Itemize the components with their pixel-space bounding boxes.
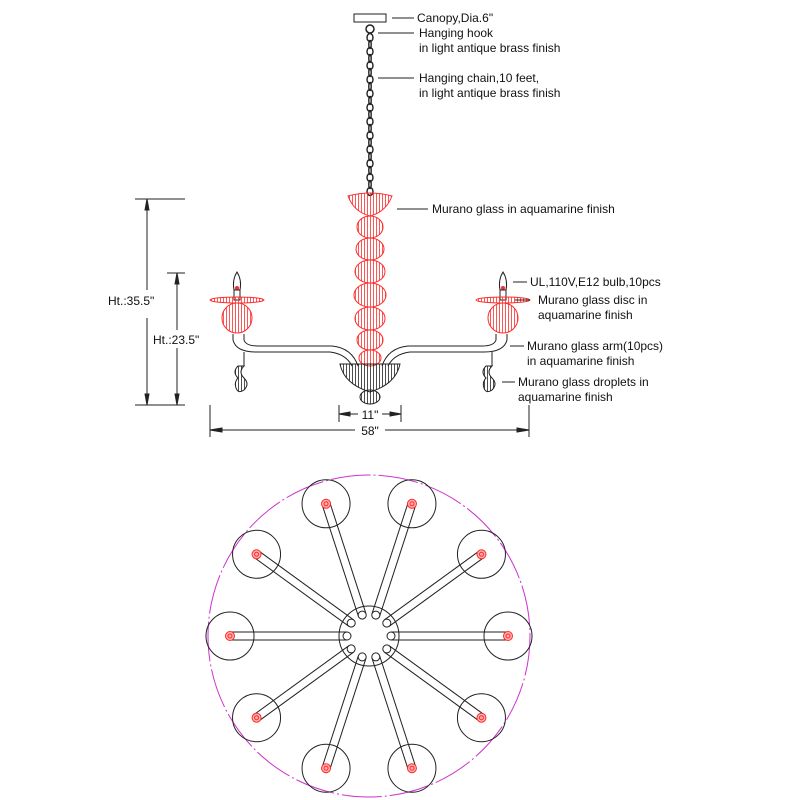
label-disc-1: Murano glass disc in xyxy=(538,293,647,307)
label-droplet-2: aquamarine finish xyxy=(518,390,613,404)
plan-bulb xyxy=(476,712,487,723)
plan-bulb xyxy=(321,763,332,774)
label-arm-2: in aquamarine finish xyxy=(527,354,634,368)
chain-link xyxy=(366,116,374,127)
right-candle-cup xyxy=(475,271,531,393)
chain-link xyxy=(366,32,374,43)
plan-bulb xyxy=(251,549,262,560)
elevation-view: Canopy,Dia.6" Hanging hook in light anti… xyxy=(108,11,663,438)
center-bowl xyxy=(339,363,401,393)
label-arm-1: Murano glass arm(10pcs) xyxy=(527,339,663,353)
glass-sphere xyxy=(355,237,385,261)
leader-lines xyxy=(378,17,530,383)
overall-outline xyxy=(207,474,531,798)
plan-disc xyxy=(301,743,351,793)
right-arm xyxy=(381,334,508,367)
dim-height-total: Ht.:35.5" xyxy=(108,294,154,308)
glass-sphere xyxy=(356,329,384,351)
label-chain-2: in light antique brass finish xyxy=(419,86,560,100)
hub xyxy=(338,605,400,667)
label-bulb: UL,110V,E12 bulb,10pcs xyxy=(530,275,661,289)
chain-link xyxy=(368,39,372,50)
chain-link xyxy=(368,137,372,148)
plan-disc xyxy=(232,693,282,743)
top-glass-bowl xyxy=(347,192,393,217)
chain-link xyxy=(366,172,374,183)
chain-link xyxy=(366,88,374,99)
plan-disc xyxy=(483,611,533,661)
canopy xyxy=(353,13,387,23)
glass-spheres xyxy=(353,215,387,367)
chain-link xyxy=(368,81,372,92)
plan-arm xyxy=(371,652,437,793)
chain-link xyxy=(366,158,374,169)
glass-sphere xyxy=(354,259,386,284)
chain-link xyxy=(366,46,374,57)
plan-view xyxy=(205,474,533,798)
chain-link xyxy=(366,130,374,141)
label-droplet-1: Murano glass droplets in xyxy=(518,375,649,389)
dim-bowl-width: 11" xyxy=(362,408,379,422)
hanging-chain xyxy=(366,32,374,197)
plan-bulb xyxy=(503,631,513,641)
chain-link xyxy=(368,179,372,190)
plan-disc xyxy=(301,479,351,529)
glass-sphere xyxy=(354,306,386,331)
plan-arm xyxy=(232,529,356,628)
chain-link xyxy=(368,95,372,106)
plan-arm xyxy=(386,611,533,661)
chain-link xyxy=(368,109,372,120)
plan-arm xyxy=(301,479,367,620)
plan-disc xyxy=(456,693,506,743)
plan-bulb xyxy=(476,549,487,560)
label-chain-1: Hanging chain,10 feet, xyxy=(419,71,539,85)
plan-disc xyxy=(387,743,437,793)
label-canopy: Canopy,Dia.6" xyxy=(417,11,493,25)
chain-link xyxy=(368,67,372,78)
center-droplet xyxy=(359,389,381,405)
plan-arm xyxy=(382,529,506,628)
chain-link xyxy=(366,144,374,155)
label-hook-1: Hanging hook xyxy=(419,26,494,40)
left-arm xyxy=(232,334,359,367)
chain-link xyxy=(368,123,372,134)
dimension-lines xyxy=(135,198,530,437)
plan-arm xyxy=(232,644,356,743)
label-hook-2: in light antique brass finish xyxy=(419,41,560,55)
glass-sphere xyxy=(356,215,384,239)
plan-bulb xyxy=(251,712,262,723)
plan-disc xyxy=(205,611,255,661)
plan-arm xyxy=(301,652,367,793)
plan-bulb xyxy=(225,631,235,641)
chain-link xyxy=(368,165,372,176)
chain-link xyxy=(366,60,374,71)
plan-disc xyxy=(232,529,282,579)
dim-height-body: Ht.:23.5" xyxy=(153,333,199,347)
chain-link xyxy=(368,151,372,162)
chain-link xyxy=(368,53,372,64)
glass-sphere xyxy=(353,282,387,308)
plan-bulb xyxy=(406,498,417,509)
chain-link xyxy=(366,74,374,85)
left-candle-cup xyxy=(209,271,265,393)
plan-disc xyxy=(387,479,437,529)
plan-arm xyxy=(371,479,437,620)
plan-bulb xyxy=(406,763,417,774)
plan-arm xyxy=(382,644,506,743)
hanging-hook xyxy=(365,24,375,34)
plan-arm xyxy=(205,611,352,661)
label-disc-2: aquamarine finish xyxy=(538,308,633,322)
chain-link xyxy=(366,102,374,113)
label-murano-top: Murano glass in aquamarine finish xyxy=(432,202,615,216)
plan-bulb xyxy=(321,498,332,509)
dim-total-width: 58" xyxy=(361,424,379,438)
plan-disc xyxy=(456,529,506,579)
